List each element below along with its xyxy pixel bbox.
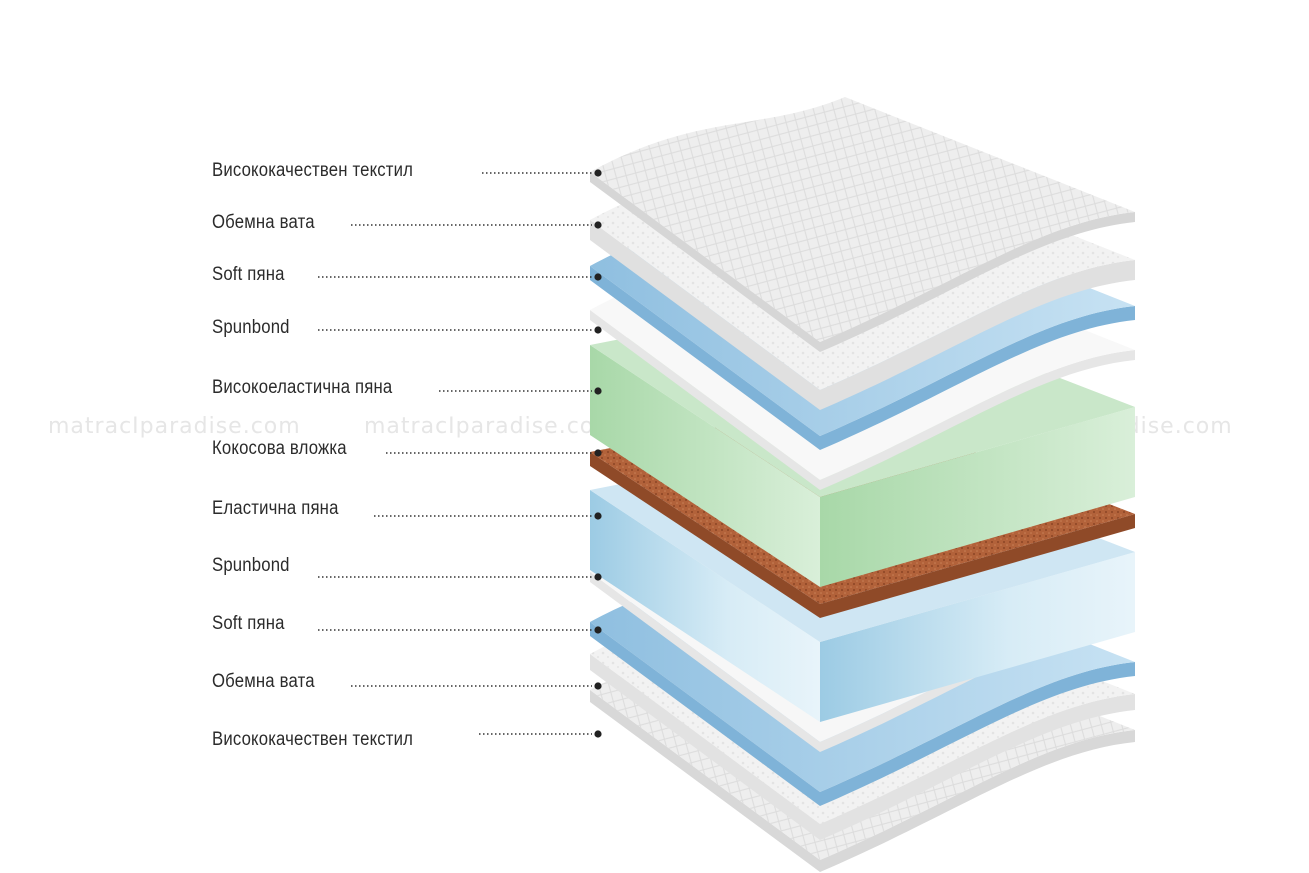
watermark-text: matracIparadise.com <box>364 414 617 439</box>
hr-foam-layer-front <box>590 345 820 587</box>
coconut-layer-front <box>590 452 820 618</box>
layers-group <box>590 97 1135 872</box>
leader-dot <box>594 449 602 457</box>
layer-label: Кокосова вложка <box>212 438 347 459</box>
leader-dot <box>594 387 602 395</box>
bottom-soft-foam-layer-edge <box>590 622 1135 806</box>
top-textile-layer-edge <box>590 172 1135 352</box>
layer-label: Soft пяна <box>212 613 285 634</box>
layer-label: Еластична пяна <box>212 498 339 519</box>
layer-label: Обемна вата <box>212 212 315 233</box>
bottom-textile-layer-edge <box>590 690 1135 872</box>
top-textile-layer <box>590 97 1135 342</box>
leader-lines <box>318 169 602 738</box>
layer-label: Обемна вата <box>212 671 315 692</box>
hr-foam-layer-side <box>820 407 1135 587</box>
layer-label: Soft пяна <box>212 264 285 285</box>
leader-dot <box>594 512 602 520</box>
layer-label: Висококачествен текстил <box>212 729 414 750</box>
leader-dot <box>594 573 602 581</box>
layer-label: Високоеластична пяна <box>212 377 393 398</box>
leader-dot <box>594 626 602 634</box>
leader-dot <box>594 221 602 229</box>
watermark-text: matracIparadise.com <box>48 414 301 439</box>
leader-dot <box>594 730 602 738</box>
bottom-wadding-layer-edge <box>590 654 1135 840</box>
top-wadding-layer-edge <box>590 220 1135 410</box>
leader-dot <box>594 273 602 281</box>
leader-dot <box>594 682 602 690</box>
layer-label: Spunbond <box>212 555 290 576</box>
layer-label: Spunbond <box>212 317 290 338</box>
elastic-foam-layer-front <box>590 490 820 722</box>
top-spunbond-layer-edge <box>590 310 1135 490</box>
bottom-spunbond-layer-edge <box>590 572 1135 752</box>
layer-label: Висококачествен текстил <box>212 160 414 181</box>
top-soft-foam-layer-edge <box>590 266 1135 450</box>
elastic-foam-layer-side <box>820 552 1135 722</box>
leader-dot <box>594 326 602 334</box>
coconut-layer-side <box>820 514 1135 618</box>
leader-dot <box>594 169 602 177</box>
